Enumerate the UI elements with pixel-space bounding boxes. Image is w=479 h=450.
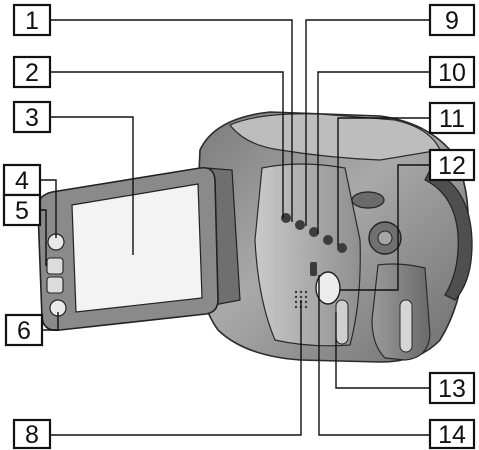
battery-slot <box>399 299 413 353</box>
button-c <box>309 227 319 237</box>
mode-dial-center <box>377 230 393 246</box>
connector-port <box>310 262 317 276</box>
callout-8: 8 <box>12 418 52 450</box>
callout-11: 11 <box>428 101 476 135</box>
cover-slot <box>335 299 349 345</box>
callout-14-text: 14 <box>438 421 466 449</box>
callout-3: 3 <box>12 100 52 134</box>
callout-13: 13 <box>428 371 476 405</box>
callout-6-text: 6 <box>17 317 31 345</box>
callout-3-text: 3 <box>25 104 39 132</box>
callout-10-text: 10 <box>438 59 466 87</box>
leader-lines <box>40 19 430 436</box>
zoom-lever <box>351 191 385 209</box>
callout-1: 1 <box>12 3 52 37</box>
callout-13-text: 13 <box>438 375 466 403</box>
callout-9: 9 <box>428 3 476 37</box>
callout-12-text: 12 <box>438 152 466 180</box>
record-button <box>315 271 341 305</box>
button-d <box>323 235 333 245</box>
callout-8-text: 8 <box>25 421 39 449</box>
callout-2-text: 2 <box>25 59 39 87</box>
callout-6: 6 <box>4 313 44 347</box>
callout-4-text: 4 <box>15 167 29 195</box>
callout-1-text: 1 <box>25 7 39 35</box>
lcd-button-mid-a <box>46 257 64 275</box>
lcd-screen <box>71 183 203 313</box>
callout-5-text: 5 <box>15 197 29 225</box>
camcorder-illustration <box>36 111 473 363</box>
button-b <box>295 220 305 230</box>
hand-strap <box>424 169 473 301</box>
callout-2: 2 <box>12 55 52 89</box>
callout-9-text: 9 <box>445 7 459 35</box>
callout-12: 12 <box>428 148 476 182</box>
button-e <box>337 243 347 253</box>
callout-11-text: 11 <box>439 105 465 133</box>
lcd-button-mid-b <box>46 276 64 294</box>
callout-10: 10 <box>428 55 476 89</box>
callout-5: 5 <box>2 193 42 227</box>
callout-4: 4 <box>2 163 42 197</box>
callout-14: 14 <box>428 418 476 450</box>
